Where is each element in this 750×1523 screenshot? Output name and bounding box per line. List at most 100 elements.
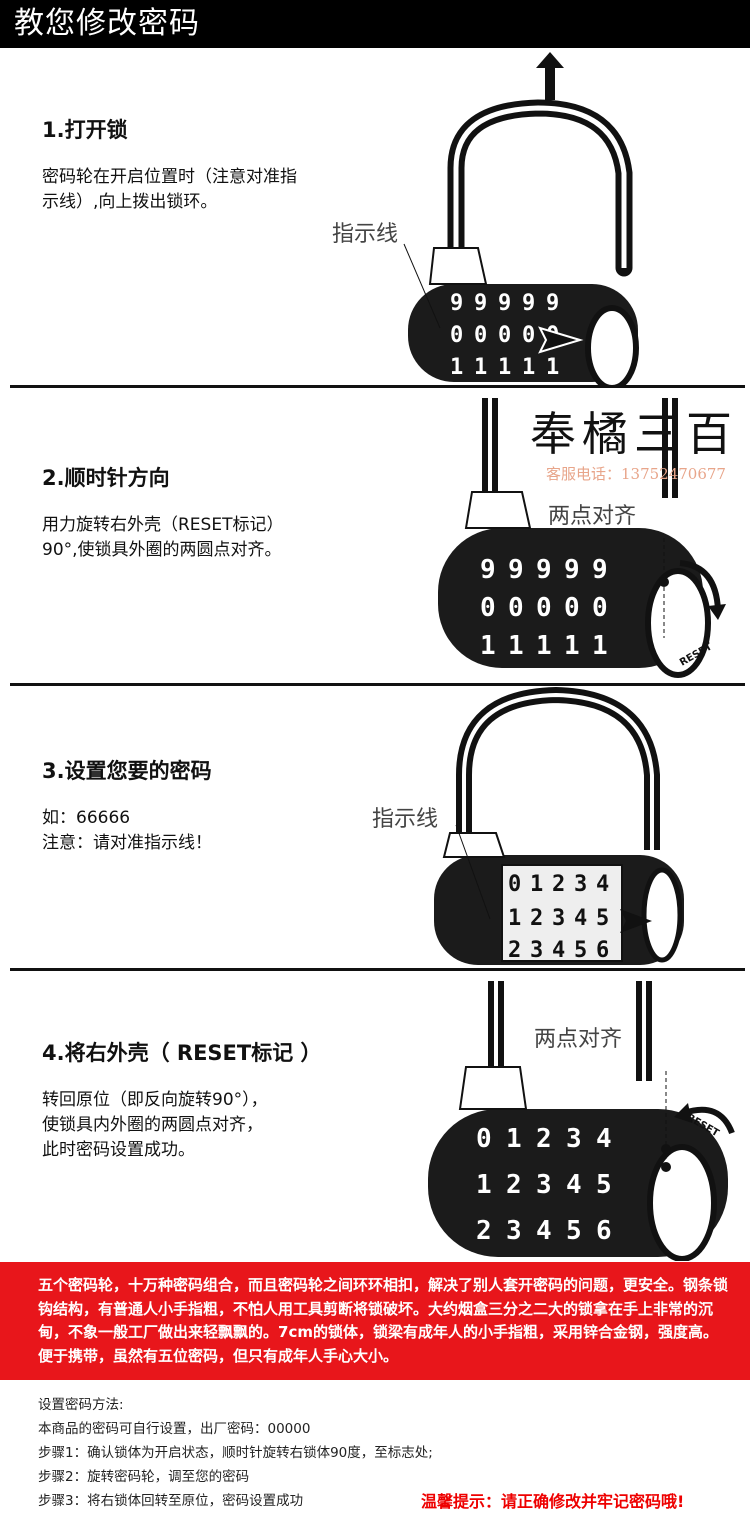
dial-digit: 9 xyxy=(498,291,511,316)
promo-text: 五个密码轮，十万种密码组合，而且密码轮之间环环相扣，解决了别人套开密码的问题，更… xyxy=(38,1276,729,1365)
dial-digit: 1 xyxy=(480,631,496,661)
dial-digit: 1 xyxy=(592,631,608,661)
step-1-title: 1.打开锁 xyxy=(42,118,128,142)
step-2-body-line: 90°,使锁具外圈的两圆点对齐。 xyxy=(42,540,282,560)
dial-digit: 1 xyxy=(476,1170,492,1200)
dial-digit: 9 xyxy=(474,291,487,316)
step-3-body-line: 注意：请对准指示线！ xyxy=(42,833,212,853)
dial-digit: 0 xyxy=(508,872,521,897)
dial-digit: 0 xyxy=(480,593,496,623)
align-dots-label: 两点对齐 xyxy=(534,1027,623,1052)
dial-digit: 1 xyxy=(506,1124,522,1154)
howto-heading: 设置密码方法: xyxy=(38,1397,124,1413)
dial-digit: 5 xyxy=(596,1170,612,1200)
dial-digit: 1 xyxy=(498,355,511,380)
dial-digit: 1 xyxy=(546,355,559,380)
dial-digit: 1 xyxy=(564,631,580,661)
dial-digit: 2 xyxy=(506,1170,522,1200)
step-2-title: 2.顺时针方向 xyxy=(42,466,170,490)
dial-digit: 5 xyxy=(566,1216,582,1246)
step-4-body-line: 此时密码设置成功。 xyxy=(42,1140,195,1160)
dial-digit: 1 xyxy=(530,872,543,897)
dial-digit: 2 xyxy=(552,872,565,897)
promo-banner xyxy=(0,1262,750,1380)
dial-digit: 1 xyxy=(536,631,552,661)
dial-digit: 6 xyxy=(596,1216,612,1246)
dial-digit: 9 xyxy=(480,555,496,585)
step-1-section: 1.打开锁 密码轮在开启位置时（注意对准指 示线）,向上拨出锁环。 指示线 9 … xyxy=(0,48,750,386)
dial-digit: 1 xyxy=(522,355,535,380)
step-1-body: 密码轮在开启位置时（注意对准指 示线）,向上拨出锁环。 xyxy=(42,165,362,215)
dial-digit: 3 xyxy=(574,872,587,897)
align-dots-label: 两点对齐 xyxy=(548,504,637,529)
howto-line: 步骤2：旋转密码轮，调至您的密码 xyxy=(38,1469,250,1485)
dial-digit: 1 xyxy=(450,355,463,380)
dial-digit: 0 xyxy=(592,593,608,623)
dial-digit: 1 xyxy=(508,631,524,661)
dial-digit: 9 xyxy=(564,555,580,585)
dial-digit: 0 xyxy=(498,323,511,348)
step-3-body: 如：66666 注意：请对准指示线！ xyxy=(42,806,362,856)
dial-digit: 4 xyxy=(574,906,587,931)
dial-digit: 9 xyxy=(592,555,608,585)
howto-line: 步骤1：确认锁体为开启状态，顺时针旋转右锁体90度，至标志处; xyxy=(38,1445,433,1461)
step-2-body-line: 用力旋转右外壳（RESET标记） xyxy=(42,515,284,535)
howto-line: 步骤3：将右锁体回转至原位，密码设置成功 xyxy=(38,1493,304,1509)
indicator-line-label: 指示线 xyxy=(332,222,399,247)
dial-digit: 5 xyxy=(596,906,609,931)
howto-section: 设置密码方法: 本商品的密码可自行设置，出厂密码：00000 步骤1：确认锁体为… xyxy=(38,1393,433,1513)
dial-digit: 2 xyxy=(530,906,543,931)
dial-digit: 4 xyxy=(596,1124,612,1154)
dial-digit: 1 xyxy=(474,355,487,380)
section-divider xyxy=(10,683,745,686)
dial-digit: 9 xyxy=(508,555,524,585)
dial-digit: 4 xyxy=(596,872,609,897)
dial-digit: 0 xyxy=(564,593,580,623)
step-4-title: 4.将右外壳（ RESET标记 ） xyxy=(42,1041,322,1065)
dial-digit: 2 xyxy=(536,1124,552,1154)
dial-digit: 0 xyxy=(476,1124,492,1154)
step-1-body-line: 示线）,向上拨出锁环。 xyxy=(42,192,218,212)
dial-digit: 9 xyxy=(546,291,559,316)
dial-digit: 3 xyxy=(536,1170,552,1200)
page-title: 教您修改密码 xyxy=(14,6,200,41)
step-2-section: 2.顺时针方向 用力旋转右外壳（RESET标记） 90°,使锁具外圈的两圆点对齐… xyxy=(0,388,750,683)
indicator-line-label: 指示线 xyxy=(372,807,439,832)
step-3-body-line: 如：66666 xyxy=(42,808,131,828)
lock-illustration-reset: 0 1 2 3 4 1 2 3 4 5 2 3 4 5 6 RESET xyxy=(420,971,740,1261)
dial-digit: 5 xyxy=(574,938,587,963)
dial-digit: 3 xyxy=(552,906,565,931)
dial-digit: 3 xyxy=(506,1216,522,1246)
dial-digit: 0 xyxy=(522,323,535,348)
dial-digit: 0 xyxy=(536,593,552,623)
step-3-title: 3.设置您要的密码 xyxy=(42,759,212,783)
section-divider xyxy=(10,385,745,388)
dial-digit: 9 xyxy=(450,291,463,316)
warm-tip: 温馨提示：请正确修改并牢记密码哦! xyxy=(421,1492,685,1511)
dial-digit: 9 xyxy=(522,291,535,316)
lock-illustration-rotate: 9 9 9 9 9 0 0 0 0 0 1 1 1 1 1 RESET xyxy=(420,388,740,683)
dial-digit: 4 xyxy=(536,1216,552,1246)
section-divider xyxy=(10,968,745,971)
dial-digit: 0 xyxy=(474,323,487,348)
dial-digit: 1 xyxy=(508,906,521,931)
dial-digit: 0 xyxy=(508,593,524,623)
step-3-section: 3.设置您要的密码 如：66666 注意：请对准指示线！ 指示线 0 1 2 3… xyxy=(0,685,750,969)
dial-digit: 2 xyxy=(508,938,521,963)
dial-digit: 0 xyxy=(450,323,463,348)
dial-digit: 3 xyxy=(566,1124,582,1154)
dial-digit: 6 xyxy=(596,938,609,963)
step-4-section: 4.将右外壳（ RESET标记 ） 转回原位（即反向旋转90°）， 使锁具内外圈… xyxy=(0,971,750,1261)
howto-line: 本商品的密码可自行设置，出厂密码：00000 xyxy=(38,1421,311,1437)
service-phone: 客服电话：13752470677 xyxy=(546,465,726,483)
dial-digit: 9 xyxy=(536,555,552,585)
header-bar: 教您修改密码 xyxy=(0,0,750,48)
brand-name: 奉橘三百 xyxy=(530,407,738,461)
lock-illustration-open: 9 9 9 9 9 0 0 0 0 0 1 1 1 1 1 xyxy=(390,48,750,386)
dial-digit: 2 xyxy=(476,1216,492,1246)
dial-digit: 4 xyxy=(566,1170,582,1200)
step-4-body-line: 使锁具内外圈的两圆点对齐， xyxy=(42,1115,263,1135)
dial-digit: 4 xyxy=(552,938,565,963)
step-4-body: 转回原位（即反向旋转90°）， 使锁具内外圈的两圆点对齐， 此时密码设置成功。 xyxy=(42,1088,362,1163)
dial-digit: 3 xyxy=(530,938,543,963)
